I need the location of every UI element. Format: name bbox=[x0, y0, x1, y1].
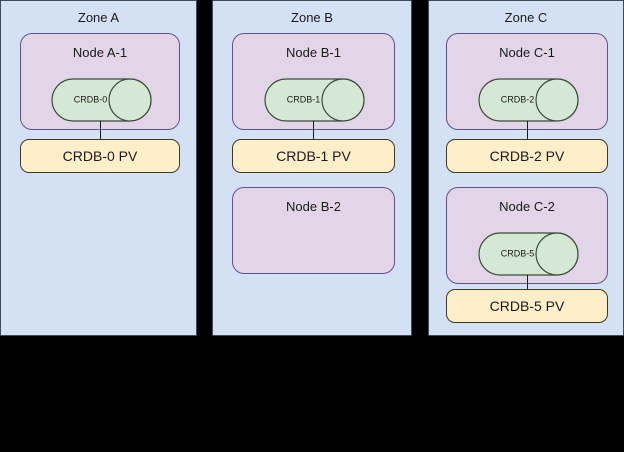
zone-label-b: Zone B bbox=[291, 10, 333, 25]
pv-label-crdb-5: CRDB-5 PV bbox=[489, 297, 565, 314]
node-container-c-2[interactable]: Node C-2 CRDB-5 bbox=[446, 187, 608, 284]
connector-node-c-1-to-pv bbox=[527, 121, 528, 142]
zone-container-b[interactable]: Zone B Node B-1 CRDB-1 CRDB-1 PV Node B-… bbox=[212, 0, 412, 336]
zone-container-a[interactable]: Zone A Node A-1 CRDB-0 CRDB-0 PV bbox=[0, 0, 197, 336]
pv-box-crdb-0[interactable]: CRDB-0 PV bbox=[20, 139, 180, 173]
node-label-c-2: Node C-2 bbox=[499, 199, 555, 214]
database-cylinder-crdb-2[interactable]: CRDB-2 bbox=[478, 78, 579, 122]
cylinder-database-icon bbox=[51, 78, 152, 122]
pv-box-crdb-1[interactable]: CRDB-1 PV bbox=[232, 139, 395, 173]
pv-label-crdb-1: CRDB-1 PV bbox=[276, 147, 351, 164]
database-cylinder-crdb-5[interactable]: CRDB-5 bbox=[478, 232, 579, 276]
node-label-c-1: Node C-1 bbox=[499, 45, 555, 60]
node-container-a-1[interactable]: Node A-1 CRDB-0 bbox=[20, 33, 180, 130]
cylinder-database-icon bbox=[478, 78, 579, 122]
connector-node-b-1-to-pv bbox=[313, 121, 314, 142]
zone-label-a: Zone A bbox=[77, 10, 120, 25]
node-container-c-1[interactable]: Node C-1 CRDB-2 bbox=[446, 33, 608, 130]
pv-label-crdb-0: CRDB-0 PV bbox=[62, 147, 138, 164]
pv-label-crdb-2: CRDB-2 PV bbox=[489, 147, 565, 164]
node-container-b-1[interactable]: Node B-1 CRDB-1 bbox=[232, 33, 395, 130]
cylinder-database-icon bbox=[478, 232, 579, 276]
pv-box-crdb-2[interactable]: CRDB-2 PV bbox=[446, 139, 608, 173]
database-cylinder-crdb-0[interactable]: CRDB-0 bbox=[51, 78, 152, 122]
node-label-b-1: Node B-1 bbox=[286, 45, 341, 60]
zone-label-c: Zone C bbox=[504, 10, 548, 25]
node-container-b-2[interactable]: Node B-2 bbox=[232, 187, 395, 274]
zone-container-c[interactable]: Zone C Node C-1 CRDB-2 CRDB-2 PV Node C-… bbox=[428, 0, 624, 336]
node-label-b-2: Node B-2 bbox=[286, 199, 341, 214]
connector-node-c-2-to-pv bbox=[527, 275, 528, 296]
database-cylinder-crdb-1[interactable]: CRDB-1 bbox=[264, 78, 365, 122]
connector-node-a-1-to-pv bbox=[100, 121, 101, 142]
cylinder-database-icon bbox=[264, 78, 365, 122]
node-label-a-1: Node A-1 bbox=[72, 45, 128, 60]
pv-box-crdb-5[interactable]: CRDB-5 PV bbox=[446, 289, 608, 323]
